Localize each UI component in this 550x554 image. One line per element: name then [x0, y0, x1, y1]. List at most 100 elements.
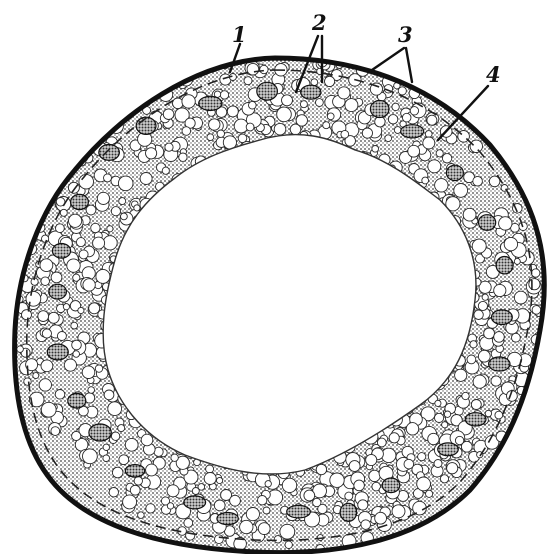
parenchyma-cell: [93, 237, 105, 249]
parenchyma-cell: [95, 365, 102, 372]
parenchyma-cell: [361, 520, 371, 530]
parenchyma-cell: [285, 541, 292, 548]
parenchyma-cell: [146, 504, 155, 513]
parenchyma-cell: [119, 198, 126, 205]
parenchyma-cell: [103, 444, 109, 450]
parenchyma-cell: [134, 477, 142, 485]
parenchyma-cell: [83, 279, 95, 291]
parenchyma-cell: [79, 174, 94, 189]
parenchyma-cell: [282, 95, 293, 106]
parenchyma-cell: [97, 192, 109, 204]
parenchyma-cell: [428, 433, 439, 444]
parenchyma-cell: [123, 495, 137, 509]
parenchyma-cell: [345, 492, 353, 500]
parenchyma-cell: [134, 205, 140, 211]
parenchyma-cell: [482, 294, 488, 300]
parenchyma-cell: [57, 332, 66, 341]
parenchyma-cell: [388, 115, 397, 124]
parenchyma-cell: [274, 123, 286, 135]
parenchyma-cell: [274, 536, 281, 543]
parenchyma-cell: [111, 207, 120, 216]
parenchyma-cell: [119, 455, 129, 465]
parenchyma-cell: [263, 507, 270, 514]
parenchyma-cell: [385, 135, 392, 142]
parenchyma-cell: [125, 438, 138, 451]
parenchyma-cell: [60, 209, 67, 216]
parenchyma-cell: [76, 238, 85, 247]
parenchyma-cell: [532, 306, 541, 315]
parenchyma-cell: [207, 134, 214, 141]
parenchyma-cell: [167, 485, 179, 497]
parenchyma-cell: [247, 63, 259, 75]
parenchyma-cell: [109, 488, 118, 497]
parenchyma-cell: [392, 103, 399, 110]
parenchyma-cell: [217, 130, 224, 137]
parenchyma-cell: [78, 307, 84, 313]
parenchyma-cell: [121, 213, 128, 220]
parenchyma-cell: [434, 460, 442, 468]
parenchyma-cell: [341, 130, 349, 138]
parenchyma-cell: [358, 500, 368, 510]
parenchyma-cell: [447, 463, 458, 474]
parenchyma-cell: [478, 301, 487, 310]
vascular-bundle: [496, 257, 513, 274]
parenchyma-cell: [377, 438, 386, 447]
parenchyma-cell: [63, 304, 69, 310]
parenchyma-cell: [182, 127, 191, 136]
parenchyma-cell: [67, 259, 80, 272]
parenchyma-cell: [215, 535, 224, 544]
parenchyma-cell: [64, 359, 76, 371]
vascular-bundle: [287, 505, 311, 518]
parenchyma-cell: [96, 269, 110, 283]
parenchyma-cell: [48, 312, 59, 323]
parenchyma-cell: [514, 291, 527, 304]
parenchyma-cell: [394, 127, 401, 134]
parenchyma-cell: [426, 490, 433, 497]
parenchyma-cell: [258, 523, 270, 535]
parenchyma-cell: [179, 153, 187, 161]
parenchyma-cell: [51, 272, 62, 283]
parenchyma-cell: [404, 459, 414, 469]
parenchyma-cell: [512, 333, 521, 342]
parenchyma-cell: [467, 355, 476, 364]
vascular-bundle: [217, 513, 238, 525]
parenchyma-cell: [71, 322, 78, 329]
parenchyma-cell: [455, 369, 467, 381]
parenchyma-cell: [111, 432, 119, 440]
parenchyma-cell: [244, 77, 252, 85]
parenchyma-cell: [463, 208, 476, 221]
parenchyma-cell: [484, 328, 495, 339]
parenchyma-cell: [473, 176, 483, 186]
parenchyma-cell: [51, 427, 60, 436]
parenchyma-cell: [474, 310, 483, 319]
parenchyma-cell: [491, 376, 501, 386]
parenchyma-cell: [392, 505, 405, 518]
parenchyma-cell: [330, 473, 344, 487]
parenchyma-cell: [167, 503, 173, 509]
parenchyma-cell: [455, 436, 463, 444]
parenchyma-cell: [104, 390, 114, 400]
parenchyma-cell: [118, 176, 133, 191]
vascular-bundle: [71, 194, 89, 209]
parenchyma-cell: [427, 115, 437, 125]
parenchyma-cell: [435, 413, 444, 422]
parenchyma-cell: [103, 236, 117, 250]
vascular-bundle: [99, 145, 120, 161]
parenchyma-cell: [86, 205, 96, 215]
parenchyma-cell: [265, 481, 271, 487]
parenchyma-cell: [442, 422, 448, 428]
parenchyma-cell: [204, 473, 216, 485]
parenchyma-cell: [214, 500, 225, 511]
parenchyma-cell: [108, 402, 122, 416]
parenchyma-cell: [41, 277, 50, 286]
parenchyma-cell: [325, 76, 335, 86]
parenchyma-cell: [182, 95, 195, 108]
parenchyma-cell: [311, 79, 318, 86]
parenchyma-cell: [118, 425, 125, 432]
parenchyma-cell: [327, 113, 334, 120]
parenchyma-cell: [72, 431, 81, 440]
parenchyma-cell: [24, 378, 31, 385]
vascular-bundle: [136, 117, 156, 134]
vascular-bundle: [370, 101, 389, 118]
parenchyma-cell: [495, 411, 503, 419]
